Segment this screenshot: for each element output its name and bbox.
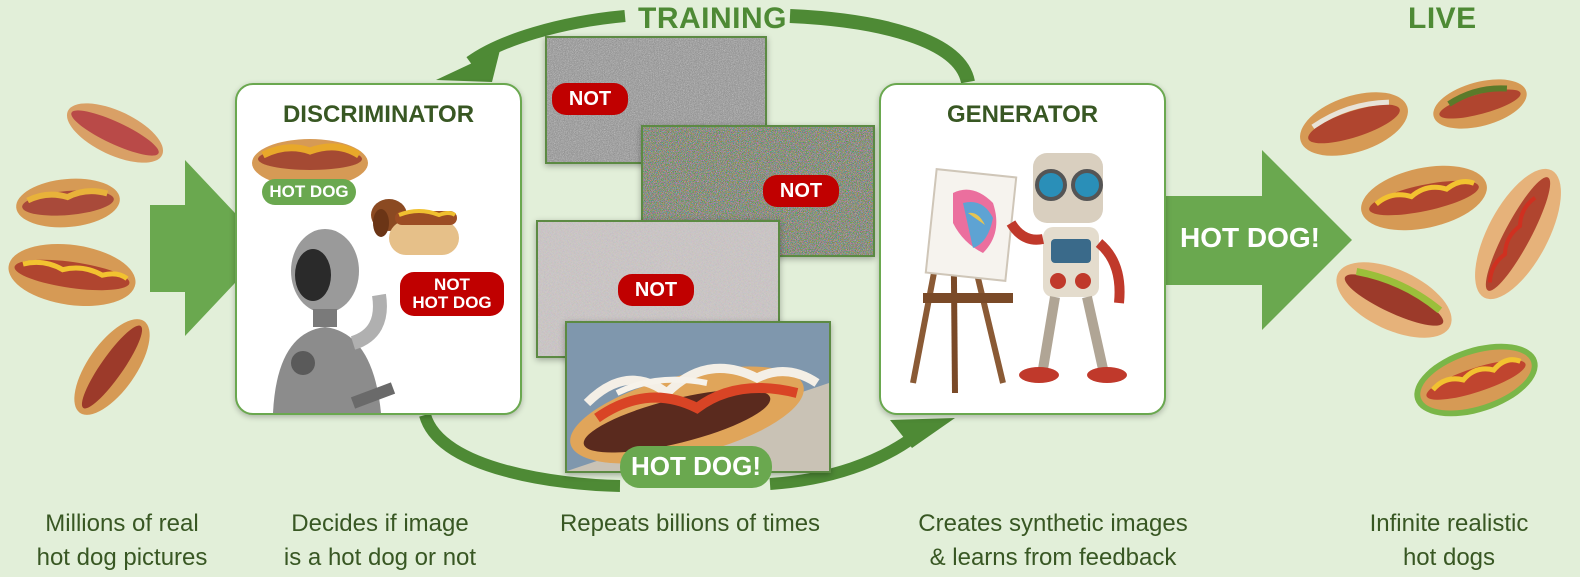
output-arrow <box>1163 150 1352 330</box>
caption-discriminator-line2: is a hot dog or not <box>283 544 477 571</box>
hot-dog-icon <box>1300 92 1408 156</box>
not-hot-dog-line1: NOT <box>434 275 470 295</box>
top-cycle-arrow <box>789 9 975 84</box>
caption-live-line1: Infinite realistic <box>1369 510 1529 537</box>
not-pill-2: NOT <box>763 175 839 207</box>
caption-live: Infinite realistic hot dogs <box>1340 507 1558 575</box>
caption-live-line2: hot dogs <box>1402 544 1496 571</box>
not-hot-dog-line2: HOT DOG <box>412 293 492 312</box>
output-arrow-label: HOT DOG! <box>1180 222 1320 253</box>
hot-dog-icon <box>1414 343 1538 417</box>
bottom-cycle-arrow-right <box>769 431 919 490</box>
discriminator-title: DISCRIMINATOR <box>282 101 475 128</box>
training-heading: TRAINING <box>638 2 787 35</box>
hot-dog-icon <box>1361 165 1487 231</box>
bottom-cycle-arrow <box>419 412 621 492</box>
caption-real-pictures-line1: Millions of real <box>45 510 199 537</box>
chili-hot-dog-image <box>252 139 368 187</box>
top-cycle-arrow-left <box>466 10 626 67</box>
caption-generator-line1: Creates synthetic images <box>918 510 1188 537</box>
not-pill-1: NOT <box>552 83 628 115</box>
generator-title: GENERATOR <box>946 101 1099 128</box>
caption-repeats: Repeats billions of times <box>530 507 850 541</box>
painting-robot-image <box>910 153 1127 394</box>
caption-real-pictures: Millions of real hot dog pictures <box>12 507 232 575</box>
hot-dog-training-pill: HOT DOG! <box>620 446 772 488</box>
generated-hot-dogs <box>1300 79 1561 417</box>
live-heading: LIVE <box>1408 2 1477 35</box>
hot-dog-icon <box>1433 79 1527 129</box>
hot-dog-icon <box>8 243 136 307</box>
hot-dog-icon <box>66 103 164 163</box>
generator-card: GENERATOR <box>879 83 1166 415</box>
hot-dog-icon <box>16 178 120 228</box>
hot-dog-icon <box>1475 168 1561 300</box>
not-pill-3: NOT <box>618 274 694 306</box>
dachshund-hot-dog-image <box>371 199 459 255</box>
caption-repeats-line1: Repeats billions of times <box>559 510 821 537</box>
discriminator-card: DISCRIMINATOR HOT DOG NOT HOT DOG <box>235 83 522 415</box>
caption-discriminator-line1: Decides if image <box>291 510 469 537</box>
caption-generator-line2: & learns from feedback <box>929 544 1177 571</box>
not-hot-dog-pill: NOT HOT DOG <box>400 272 504 316</box>
top-arrowhead <box>436 50 500 82</box>
caption-real-pictures-line2: hot dog pictures <box>36 544 208 571</box>
input-arrow <box>150 160 268 336</box>
caption-generator: Creates synthetic images & learns from f… <box>898 507 1208 575</box>
hot-dog-icon <box>74 319 150 415</box>
real-hot-dog-pictures <box>8 103 164 415</box>
bottom-arrowhead <box>890 418 955 448</box>
hot-dog-pill: HOT DOG <box>262 179 356 205</box>
thinking-robot-image <box>273 229 396 413</box>
hot-dog-icon <box>1336 262 1452 338</box>
caption-discriminator: Decides if image is a hot dog or not <box>262 507 498 575</box>
